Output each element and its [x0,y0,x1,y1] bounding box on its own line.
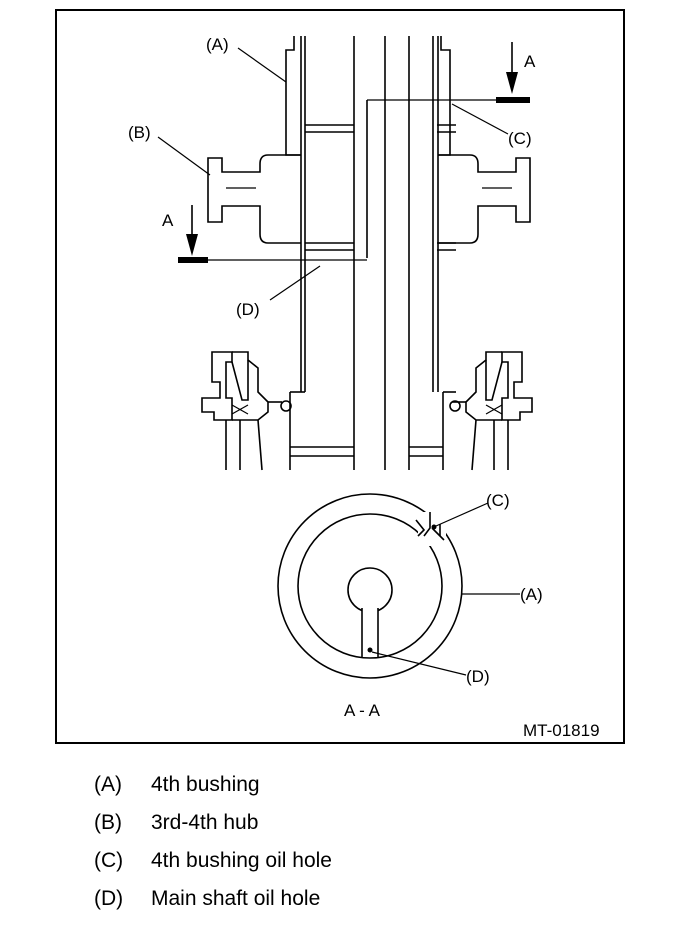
legend-text: 4th bushing oil hole [151,849,332,872]
fourth-bushing-flanges [285,36,451,156]
callout-d: (D) [236,300,260,319]
figure-code: MT-01819 [523,721,600,740]
lower-left-assembly [201,351,292,471]
section-label: A - A [344,701,381,720]
lower-right-assembly [449,351,533,471]
callout-b: (B) [128,123,151,142]
callout-c-section: (C) [486,491,510,510]
legend-key: (A) [94,773,122,796]
legend-item: (C) 4th bushing oil hole [94,842,654,880]
leader-a [237,47,287,83]
callout-a: (A) [206,35,229,54]
leader-c-section [435,502,489,527]
hub-right [438,154,531,244]
main-shaft [289,36,500,470]
legend-key: (C) [94,849,124,872]
leader-d [269,265,321,301]
leader-b [157,136,211,176]
legend-item: (D) Main shaft oil hole [94,880,654,918]
callout-d-section: (D) [466,667,490,686]
hub-left [207,154,301,244]
legend-text: Main shaft oil hole [151,887,321,910]
callout-c: (C) [508,129,532,148]
legend-item: (A) 4th bushing [94,766,654,804]
callout-a-section: (A) [520,585,543,604]
legend-text: 4th bushing [151,773,260,796]
section-view [277,493,463,679]
leader-c [451,103,509,135]
legend-key: (B) [94,811,122,834]
legend-item: (B) 3rd-4th hub [94,804,654,842]
leader-d-section [371,651,467,676]
legend-key: (D) [94,887,124,910]
section-line [178,42,530,263]
section-arrow-label-right: A [524,52,536,71]
section-arrow-label-left: A [162,211,174,230]
cross-section-diagram: A A (A) (B) (C) (D) (C) (A) (D) A - A MT… [55,9,625,744]
figure-frame [55,9,625,744]
legend: (A) 4th bushing (B) 3rd-4th hub (C) 4th … [94,766,654,918]
legend-text: 3rd-4th hub [151,811,259,834]
